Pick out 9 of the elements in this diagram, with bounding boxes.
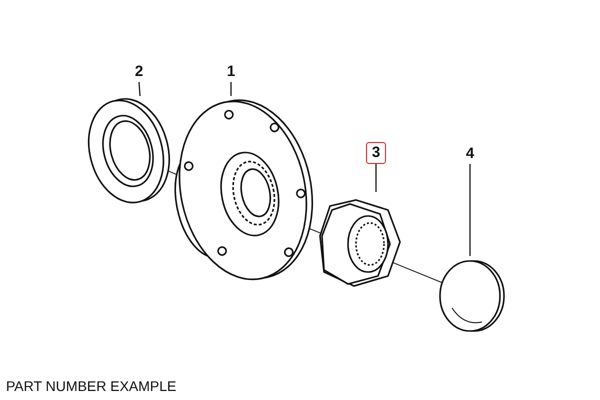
callout-number: 1 bbox=[222, 62, 240, 82]
leader-line bbox=[375, 164, 377, 192]
leader-line bbox=[469, 164, 471, 256]
callout-number: 2 bbox=[130, 62, 148, 82]
leader-line bbox=[230, 82, 232, 96]
caption: PART NUMBER EXAMPLE bbox=[6, 378, 176, 394]
callout-number: 4 bbox=[461, 144, 479, 164]
leader-line bbox=[138, 82, 141, 96]
callout-number: 3 bbox=[366, 142, 386, 164]
